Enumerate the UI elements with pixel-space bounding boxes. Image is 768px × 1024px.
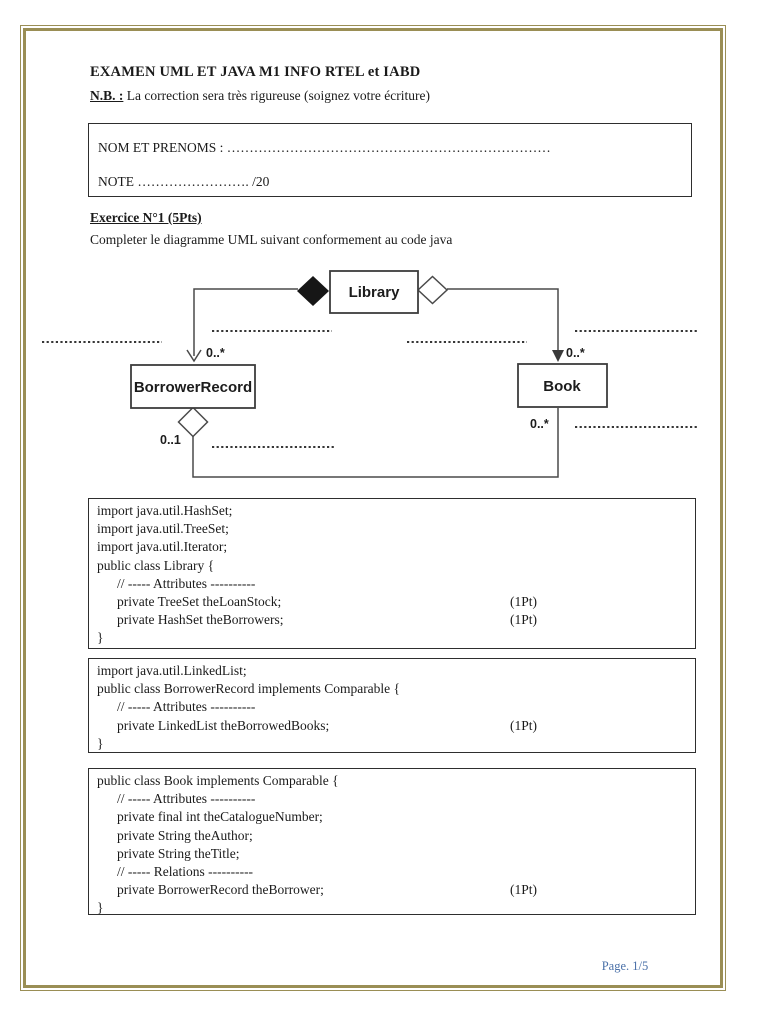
name-field-line: NOM ET PRENOMS : ……………………………………………………………… [98, 140, 551, 156]
note-blank: ……………………. [137, 174, 253, 189]
points-badge: (1Pt) [510, 717, 537, 733]
code-line: // ----- Relations ---------- [97, 863, 695, 881]
code-line: private TreeSet theLoanStock; (1Pt) [97, 593, 695, 611]
name-blank: ……………………………………………………………… [226, 140, 551, 155]
code-text: private final int theCatalogueNumber; [117, 809, 323, 825]
note-field-line: NOTE ……………………. /20 [98, 174, 269, 190]
uml-diagram: Library BorrowerRecord Book 0..* 0..* 0.… [42, 270, 697, 478]
code-line: import java.util.Iterator; [97, 538, 695, 556]
code-line: private String theTitle; [97, 845, 695, 863]
code-text: import java.util.Iterator; [97, 539, 228, 555]
open-diamond-bottom-icon [177, 406, 209, 438]
code-text: // ----- Attributes ---------- [117, 791, 256, 807]
book-class-box [517, 363, 608, 408]
nb-label: N.B. : [90, 88, 124, 103]
code-text: // ----- Relations ---------- [117, 864, 254, 880]
library-class-box [329, 270, 419, 314]
points-badge: (1Pt) [510, 594, 537, 610]
code-line: private String theAuthor; [97, 827, 695, 845]
exercise-title: Exercice N°1 (5Pts) [90, 210, 202, 225]
page-number: Page. 1/5 [601, 959, 649, 973]
code-text: } [97, 900, 104, 915]
code-line: import java.util.HashSet; [97, 502, 695, 520]
borrowerrecord-class-box [130, 364, 256, 409]
borrower-book-connector [192, 408, 559, 478]
code-line: private BorrowerRecord theBorrower; (1Pt) [97, 881, 695, 899]
code-text: private String theTitle; [117, 845, 240, 861]
note-denominator: /20 [252, 174, 270, 189]
code-line: private final int theCatalogueNumber; [97, 808, 695, 826]
arrowhead-borrower-icon [186, 349, 202, 363]
library-class-label: Library [349, 284, 401, 301]
code-text: import java.util.LinkedList; [97, 663, 247, 678]
code-text: // ----- Attributes ---------- [117, 575, 256, 591]
multiplicity-bottom-right: 0..* [530, 417, 549, 431]
name-note-box: NOM ET PRENOMS : ……………………………………………………………… [88, 123, 692, 197]
code-line: public class Book implements Comparable … [97, 772, 695, 790]
code-line: private HashSet theBorrowers; (1Pt) [97, 611, 695, 629]
arrowhead-book-icon [552, 350, 564, 362]
nb-text: La correction sera très rigureuse (soign… [123, 88, 430, 103]
code-text: public class Book implements Comparable … [97, 773, 339, 788]
code-text: // ----- Attributes ---------- [117, 699, 256, 715]
code-block-library: import java.util.HashSet; import java.ut… [88, 498, 696, 649]
code-line: } [97, 735, 695, 752]
code-text: private HashSet theBorrowers; [117, 612, 284, 628]
multiplicity-right: 0..* [566, 346, 585, 360]
code-line: // ----- Attributes ---------- [97, 698, 695, 716]
multiplicity-bottom-left: 0..1 [160, 433, 181, 447]
code-block-book: public class Book implements Comparable … [88, 768, 696, 915]
code-line: // ----- Attributes ---------- [97, 575, 695, 593]
code-line: private LinkedList theBorrowedBooks; (1Pt… [97, 717, 695, 735]
code-text: private String theAuthor; [117, 827, 253, 843]
code-text: private BorrowerRecord theBorrower; [117, 882, 324, 898]
code-text: import java.util.HashSet; [97, 503, 233, 518]
code-text: } [97, 735, 104, 751]
points-badge: (1Pt) [510, 612, 537, 628]
multiplicity-left: 0..* [206, 346, 225, 360]
nb-note: N.B. : La correction sera très rigureuse… [90, 88, 430, 104]
code-line: public class BorrowerRecord implements C… [97, 680, 695, 698]
book-class-label: Book [543, 378, 581, 395]
page-border-frame-inner [23, 28, 723, 988]
code-line: public class Library { [97, 557, 695, 575]
borrowerrecord-class-label: BorrowerRecord [134, 379, 252, 396]
code-text: } [97, 630, 104, 646]
code-text: public class BorrowerRecord implements C… [97, 681, 401, 697]
code-text: public class Library { [97, 557, 215, 573]
filled-diamond-icon [297, 276, 329, 306]
code-line: } [97, 629, 695, 647]
note-label: NOTE [98, 174, 138, 189]
code-text: private LinkedList theBorrowedBooks; [117, 717, 330, 733]
code-line: import java.util.TreeSet; [97, 520, 695, 538]
code-text: private TreeSet theLoanStock; [117, 594, 282, 610]
code-line: import java.util.LinkedList; [97, 662, 695, 680]
open-diamond-right-icon [416, 275, 449, 305]
code-line: // ----- Attributes ---------- [97, 790, 695, 808]
library-borrower-connector [193, 288, 298, 356]
library-book-connector [447, 288, 559, 356]
code-line: } [97, 899, 695, 915]
exam-title: EXAMEN UML ET JAVA M1 INFO RTEL et IABD [90, 64, 421, 80]
name-label: NOM ET PRENOMS : [98, 140, 227, 155]
exercise-subtitle: Completer le diagramme UML suivant confo… [90, 232, 453, 247]
points-badge: (1Pt) [510, 882, 537, 898]
code-block-borrowerrecord: import java.util.LinkedList; public clas… [88, 658, 696, 753]
page-border-frame [20, 25, 726, 991]
code-text: import java.util.TreeSet; [97, 521, 229, 537]
